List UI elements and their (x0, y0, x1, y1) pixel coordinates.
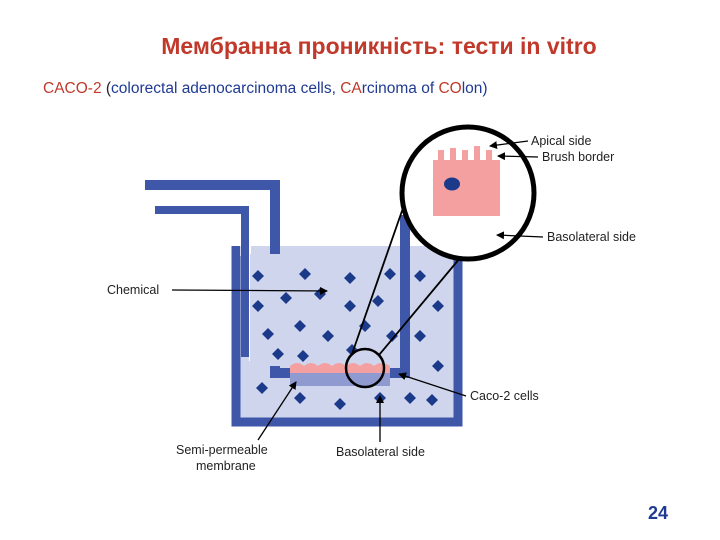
subtitle-part3: lon) (461, 80, 488, 97)
label-semi-permeable: Semi-permeable (176, 443, 268, 457)
subtitle-part2: rcinoma of (361, 80, 439, 97)
page-number: 24 (648, 503, 669, 523)
subtitle-co: CO (438, 80, 462, 97)
magnifier-small-circle (344, 347, 386, 389)
label-apical-side: Apical side (531, 134, 591, 148)
insert-wall (145, 180, 410, 378)
zoomed-cell (433, 146, 500, 216)
label-chemical: Chemical (107, 283, 159, 297)
label-caco2-cells: Caco-2 cells (470, 389, 539, 403)
slide-title: Мембранна проникність: тести in vitro (161, 33, 597, 59)
subtitle-caco2: CACO-2 (43, 80, 102, 97)
semi-permeable-membrane (290, 373, 390, 386)
chemical-pointer (171, 286, 328, 295)
subtitle-paren: ( (101, 80, 112, 97)
basolateral-zoom-pointer (496, 231, 544, 240)
label-brush-border: Brush border (542, 150, 614, 164)
subtitle-part1: colorectal adenocarcinoma cells, (111, 80, 341, 97)
label-membrane: membrane (196, 459, 256, 473)
chemical-molecules-apical (252, 268, 398, 362)
caco2-cell-layer (290, 363, 390, 373)
subtitle-ca: CA (340, 80, 362, 97)
brush-border-pointer (497, 152, 539, 161)
label-basolateral-bottom: Basolateral side (336, 445, 425, 459)
cell-nucleus (444, 177, 460, 191)
caco2-cells-pointer (398, 372, 467, 397)
membrane-pointer (257, 381, 297, 441)
label-basolateral-zoom: Basolateral side (547, 230, 636, 244)
insert-medium (250, 254, 400, 366)
slide-subtitle: CACO-2 (colorectal adenocarcinoma cells,… (43, 80, 488, 98)
apical-side-pointer (489, 140, 529, 150)
